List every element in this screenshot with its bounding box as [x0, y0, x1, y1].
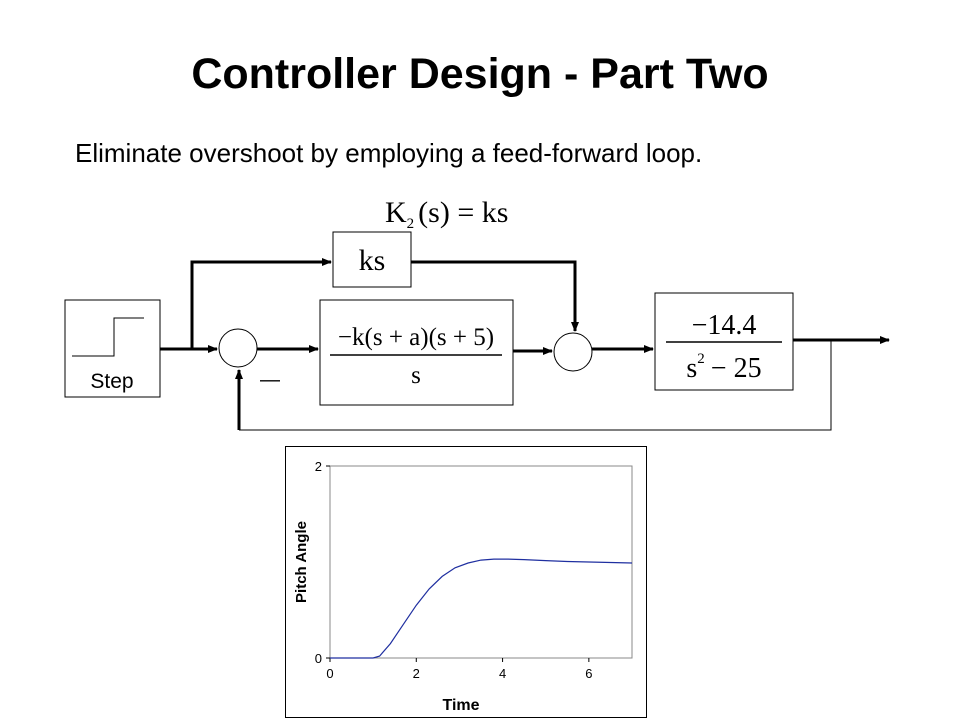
x-tick-label: 2 [413, 666, 420, 681]
summing-junction-1 [218, 328, 258, 368]
slide-title: Controller Design - Part Two [191, 50, 769, 98]
feedforward-equation: K2(s) = ks [385, 196, 508, 232]
y-axis-label: Pitch Angle [293, 521, 310, 603]
step-block: Step [64, 299, 161, 398]
controller-numerator: −k(s + a)(s + 5) [338, 324, 494, 351]
x-axis-label: Time [442, 697, 479, 714]
pitch-angle-line [330, 558, 633, 659]
step-icon [72, 317, 144, 357]
y-tick-label: 0 [315, 651, 322, 666]
feedforward-block: ks [332, 231, 412, 288]
y-tick-label: 2 [315, 459, 322, 474]
x-tick-label: 0 [326, 666, 333, 681]
summing-junction-2 [553, 332, 593, 372]
block-diagram: K2(s) = ks Step ks −k(s + a)(s + 5) s −1… [64, 196, 890, 431]
controller-block: −k(s + a)(s + 5) s [319, 299, 514, 406]
plant-numerator: −14.4 [692, 310, 757, 341]
plant-denominator: s2− 25 [686, 351, 761, 384]
summing-minus-sign: — [260, 369, 280, 391]
feedback-path [235, 340, 832, 431]
x-tick-label: 4 [499, 666, 506, 681]
feedforward-block-label: ks [359, 244, 386, 277]
plant-block: −14.4 s2− 25 [654, 292, 794, 391]
slide-subtitle: Eliminate overshoot by employing a feed-… [75, 138, 703, 168]
signal-lines [160, 258, 890, 355]
x-tick-label: 6 [585, 666, 592, 681]
step-label: Step [90, 370, 133, 393]
controller-denominator: s [411, 362, 421, 389]
